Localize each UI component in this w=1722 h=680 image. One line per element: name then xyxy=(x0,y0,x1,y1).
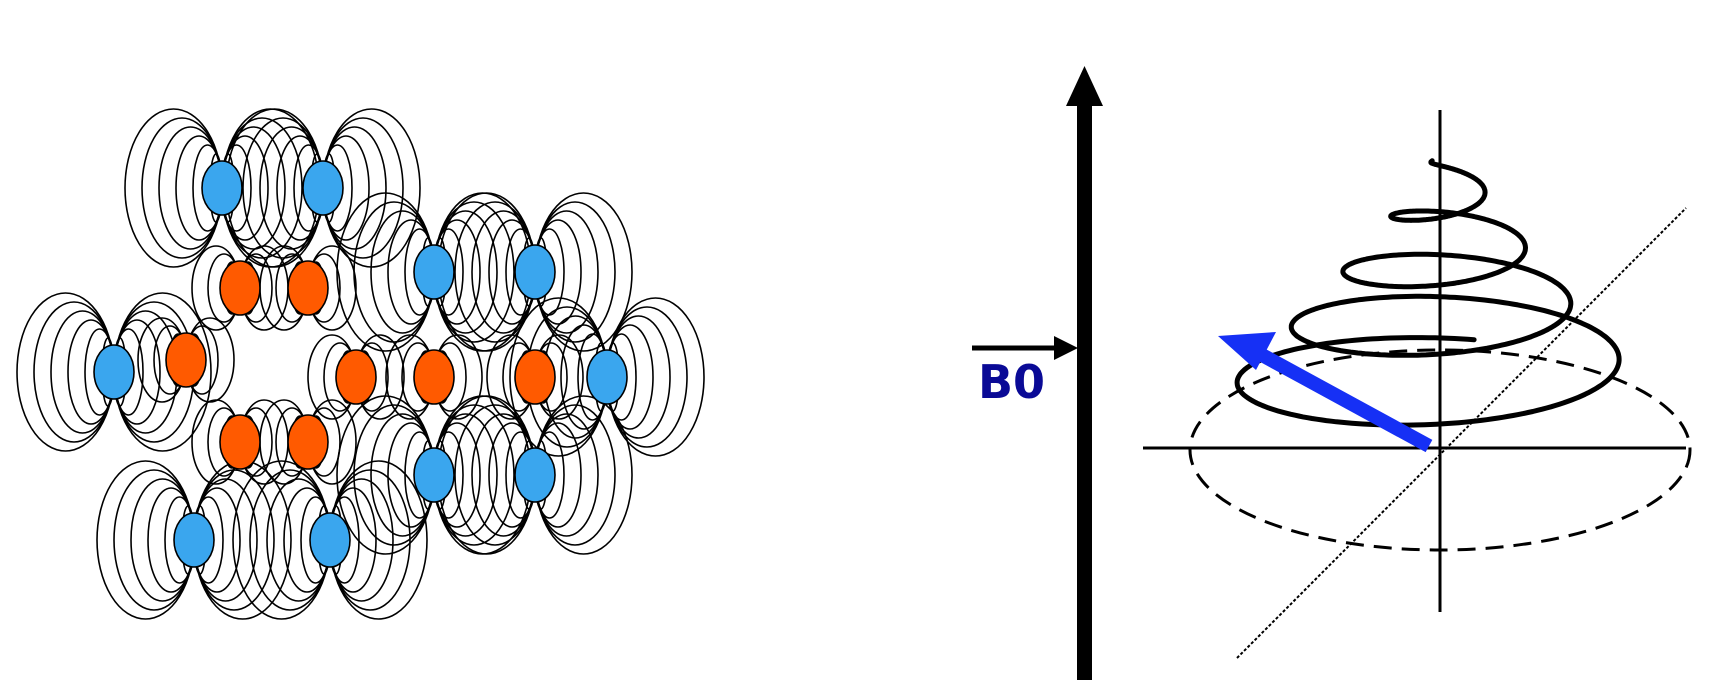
y-axis xyxy=(1236,207,1687,659)
carbon-atom xyxy=(165,332,207,388)
hydrogen-atom xyxy=(514,244,556,300)
magnetization-vector-arrow xyxy=(1218,332,1433,453)
hydrogen-atom xyxy=(514,447,556,503)
molecule-diagram xyxy=(16,108,705,620)
carbon-atom xyxy=(413,349,455,405)
b0-pointer-arrow xyxy=(972,336,1078,360)
precession-diagram: B0 xyxy=(972,66,1692,680)
hydrogen-atom xyxy=(309,512,351,568)
hydrogen-atom xyxy=(173,512,215,568)
carbon-atom xyxy=(335,349,377,405)
precession-spiral xyxy=(1234,158,1622,428)
hydrogen-atom xyxy=(586,349,628,405)
b0-field-arrow xyxy=(1066,66,1103,680)
equatorial-plane-ellipse xyxy=(1188,348,1692,552)
carbon-atom xyxy=(287,260,329,316)
hydrogen-atom xyxy=(413,244,455,300)
atoms xyxy=(93,160,628,568)
carbon-atom xyxy=(514,349,556,405)
hydrogen-atom xyxy=(413,447,455,503)
b0-label: B0 xyxy=(978,355,1045,409)
hydrogen-atom xyxy=(201,160,243,216)
carbon-atom xyxy=(219,414,261,470)
carbon-atom xyxy=(219,260,261,316)
carbon-atom xyxy=(287,414,329,470)
hydrogen-atom xyxy=(93,344,135,400)
hydrogen-atom xyxy=(302,160,344,216)
coordinate-axes xyxy=(1143,110,1687,659)
